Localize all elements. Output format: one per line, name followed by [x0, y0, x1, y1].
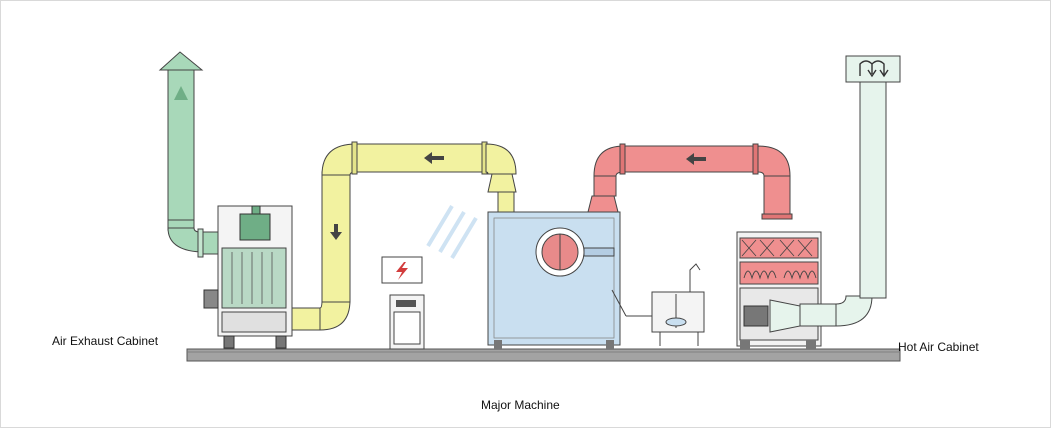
control-box: [381, 256, 425, 350]
intake-duct: [799, 55, 901, 327]
hot-air-cabinet-label: Hot Air Cabinet: [898, 340, 979, 354]
mixer-tank: [611, 263, 705, 346]
base-rail: [186, 348, 901, 362]
exhaust-duct: [158, 51, 221, 258]
up-arrow-icon: [174, 86, 188, 100]
hot-air-duct: [587, 143, 793, 220]
air-exhaust-cabinet-label: Air Exhaust Cabinet: [52, 334, 159, 348]
lightning-warning-icon: [396, 262, 408, 280]
hot-air-cabinet: [736, 231, 822, 349]
major-machine-label: Major Machine: [481, 398, 560, 412]
left-arrow-icon: [424, 152, 444, 164]
intake-arrows-icon: [859, 60, 889, 78]
major-machine: [487, 211, 621, 349]
down-arrow-icon: [330, 224, 342, 240]
left-arrow-icon: [686, 153, 706, 165]
brand-watermark: [426, 204, 478, 260]
air-exhaust-cabinet: [203, 205, 293, 349]
